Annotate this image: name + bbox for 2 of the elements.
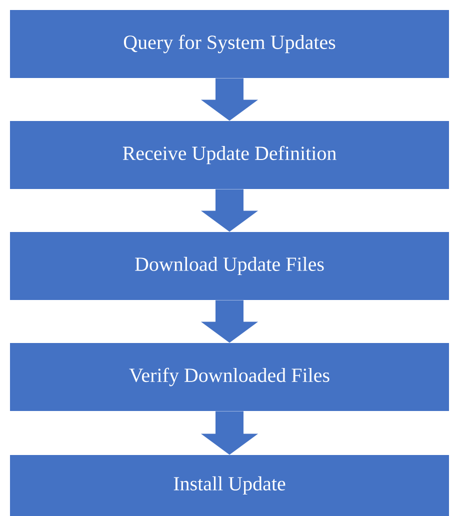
process-box: Query for System Updates [10,10,449,78]
process-box: Install Update [10,455,449,516]
